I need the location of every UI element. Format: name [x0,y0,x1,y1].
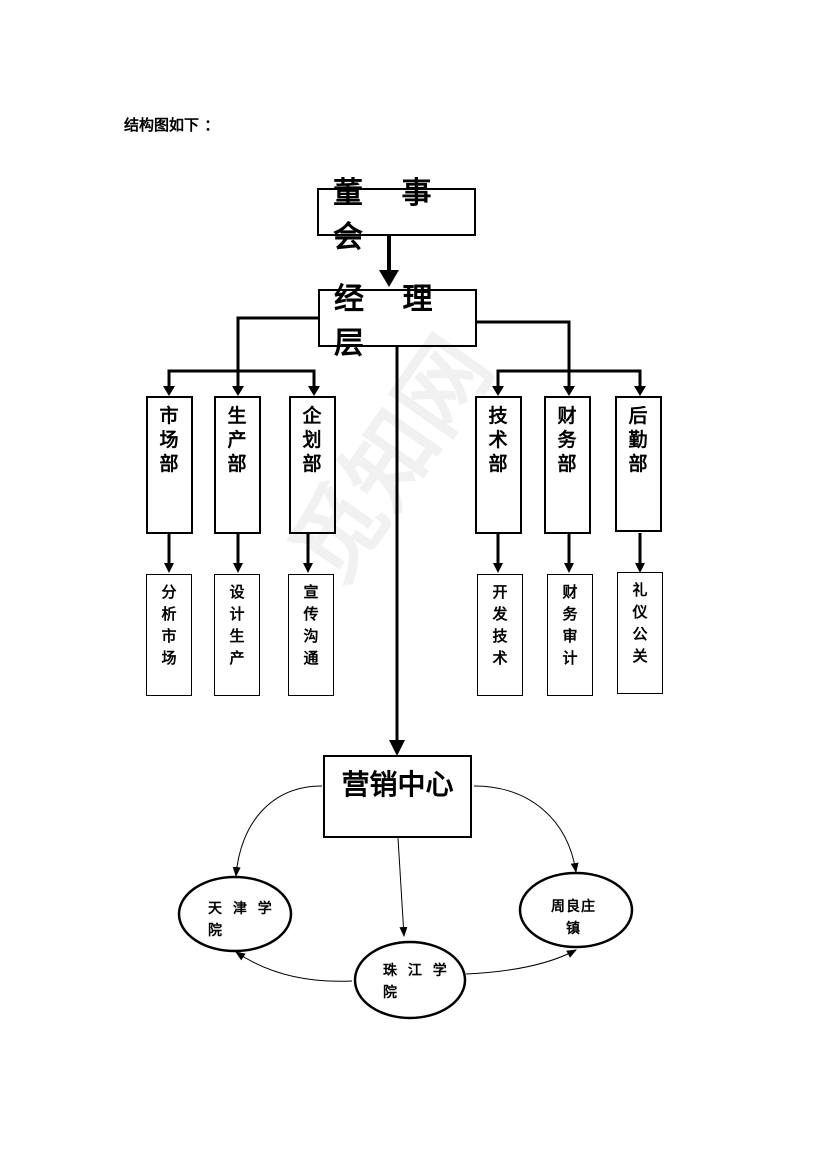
sub-box: 财务审计 [547,574,593,696]
node-line: 珠 江 学 [383,963,450,979]
dept-label: 生产部 [227,405,247,475]
node-zhujiang-label: 珠 江 学 院 [383,960,450,1004]
curve-zhujiang-to-zhouliangzhuang [465,949,577,975]
sub-label: 分析市场 [161,583,177,667]
dept-label: 企划部 [302,405,322,475]
curve-to-tianjin [232,785,323,877]
marketing-center-label: 营销中心 [341,768,454,801]
sub-box: 分析市场 [146,574,192,696]
sub-box: 礼仪公关 [617,572,663,694]
node-line: 周良庄 [551,899,596,915]
curve-zhujiang-to-tianjin [235,951,353,982]
node-line: 天 津 学 [208,901,275,917]
node-zhouliangzhuang-label: 周良庄 镇 [551,896,596,940]
dept-logistics: 后勤部 [615,396,662,532]
board-label: 董 事 会 [333,176,446,255]
node-zhouliangzhuang [518,871,634,949]
curve-to-zhouliangzhuang [473,785,579,873]
marketing-center-box: 营销中心 [323,755,472,838]
left-branch-line [236,316,319,360]
caption: 结构图如下 ： [124,116,220,134]
dept-market: 市场部 [146,396,193,534]
dept-finance: 财务部 [544,396,591,534]
sub-box: 开发技术 [477,574,523,696]
sub-box: 设计生产 [214,574,260,696]
dept-label: 后勤部 [628,405,648,475]
management-label: 经 理 层 [334,282,447,361]
left-branch-bar [167,369,316,390]
dept-label: 财务部 [557,405,577,475]
sub-label: 礼仪公关 [632,581,648,665]
right-branch-bar [496,369,642,390]
management-box: 经 理 层 [318,282,477,361]
dept-label: 技术部 [488,405,508,475]
sub-box: 宣传沟通 [288,574,334,696]
node-line: 镇 [566,921,581,937]
node-tianjin-label: 天 津 学 院 [208,898,275,942]
sub-label: 财务审计 [562,583,578,667]
board-box: 董 事 会 [317,176,476,255]
sub-label: 开发技术 [492,583,508,667]
dept-production: 生产部 [214,396,261,534]
node-line: 院 [383,985,400,1001]
dept-tech: 技术部 [475,396,522,534]
sub-label: 宣传沟通 [303,583,319,667]
dept-label: 市场部 [159,405,179,475]
line-to-zhujiang [397,837,408,937]
arrowhead [379,270,399,287]
dept-planning: 企划部 [289,396,336,534]
sub-label: 设计生产 [229,583,245,667]
right-branch-line [477,320,571,390]
node-line: 院 [208,923,225,939]
node-zhujiang [353,940,467,1020]
node-tianjin [177,875,293,953]
